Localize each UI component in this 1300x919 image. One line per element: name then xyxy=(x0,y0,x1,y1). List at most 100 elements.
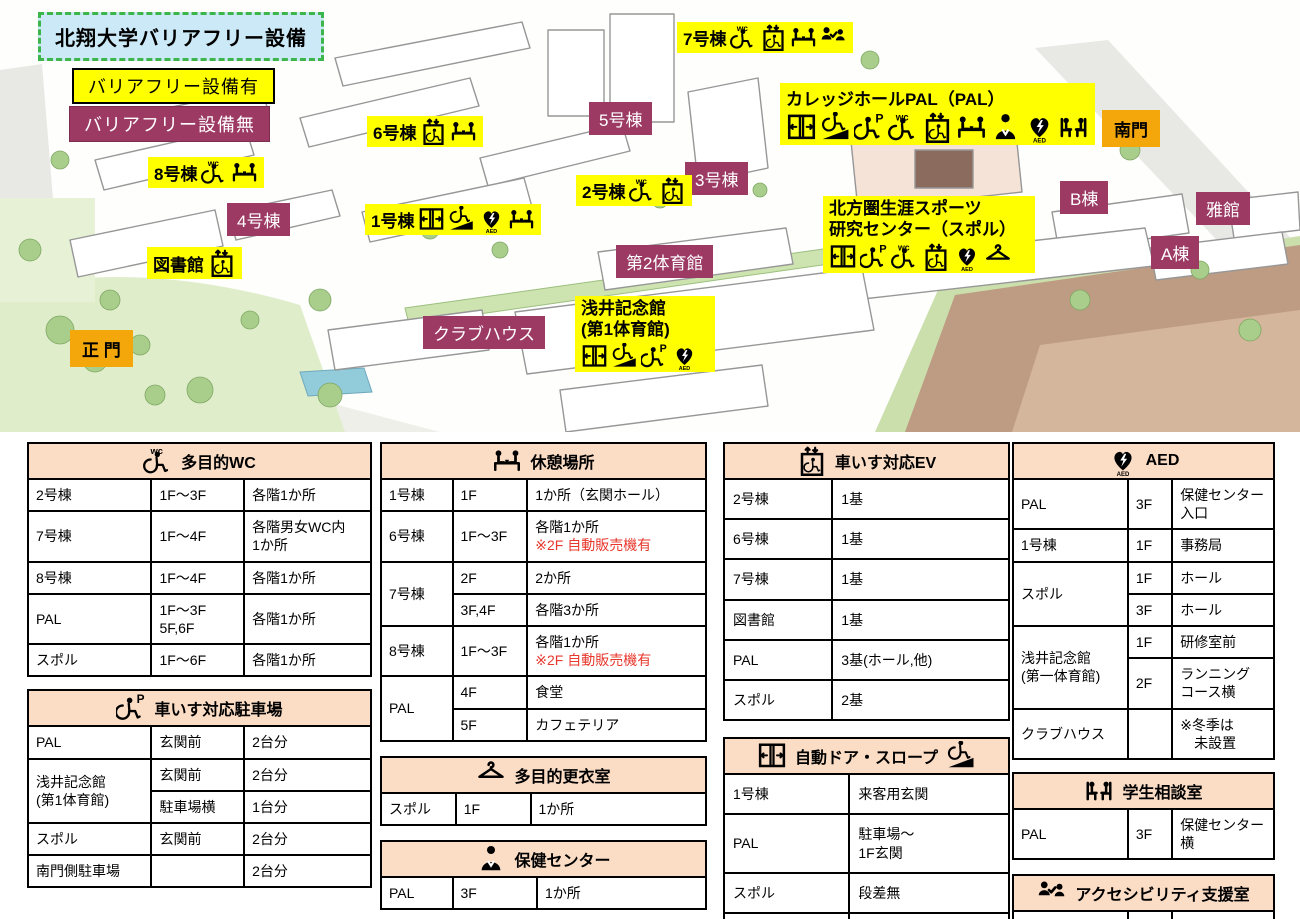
elevator-icon xyxy=(659,177,686,204)
rest-icon xyxy=(492,446,522,476)
table-cell: 2号棟 xyxy=(722,477,834,521)
map-label-text: 雅館 xyxy=(1206,201,1240,220)
cell-text: 駐車場横 xyxy=(159,798,216,815)
campus-illustration-background xyxy=(0,0,1300,432)
cell-text: 各階1か所 xyxy=(252,487,316,503)
table-cell: PAL xyxy=(1012,807,1129,861)
table-cell: スポル xyxy=(26,821,153,857)
table-cell: 1か所 xyxy=(529,791,707,826)
rest-icon xyxy=(956,112,987,143)
table-cell: スポル xyxy=(722,871,851,914)
cell-text: 1F xyxy=(460,487,477,503)
cell-text: PAL xyxy=(1021,825,1047,842)
table-cell: 8号棟 xyxy=(380,624,454,678)
slope-icon xyxy=(820,112,851,143)
table-title: アクセシビリティ支援室 xyxy=(1075,887,1250,905)
cell-text: 1F xyxy=(463,800,481,817)
cell-text: 7号棟 xyxy=(733,571,769,588)
map-label-text: (第1体育館) xyxy=(581,320,670,340)
table-cell: PAL xyxy=(722,813,851,874)
cell-text: 玄関前 xyxy=(159,734,202,751)
cell-text: 保健センター 入口 xyxy=(1180,487,1265,522)
rest-icon xyxy=(508,206,535,233)
table-cell: 1F～4F xyxy=(150,560,246,595)
rest-icon xyxy=(450,118,477,145)
svg-text:wc: wc xyxy=(895,112,910,123)
table-cell: 3F xyxy=(1126,477,1174,531)
table-cell: ホール xyxy=(1171,592,1275,627)
cell-text: カフェテリア xyxy=(535,716,620,733)
wc-icon: wc xyxy=(730,24,757,51)
table-header-ev: 車いす対応EV xyxy=(723,442,1010,480)
cell-text: 2か所 xyxy=(535,569,572,586)
cell-text: 1F～3F xyxy=(460,643,508,660)
health-icon xyxy=(990,112,1021,143)
table-cell: 8号棟 xyxy=(26,560,153,595)
table-cell: ホール xyxy=(1171,560,1275,595)
table-cell: 3F,4F xyxy=(451,592,529,627)
cell-text: 2号棟 xyxy=(733,491,769,507)
cell-text: 1台分 xyxy=(252,798,288,815)
cell-text: 1か所 xyxy=(538,800,575,817)
cell-text: 各階男女WC内 1か所 xyxy=(252,519,346,554)
cell-text: 6号棟 xyxy=(389,528,425,545)
table-cell: PAL xyxy=(380,875,454,911)
table-header-counsel: 学生相談室 xyxy=(1012,771,1275,810)
table-cell: 6号棟 xyxy=(722,518,834,561)
cell-text: PAL xyxy=(1021,496,1047,513)
cell-text: 4F xyxy=(460,684,477,701)
table-cell xyxy=(1171,910,1275,919)
elevator-icon xyxy=(922,243,950,271)
table-cell: 玄関前 xyxy=(150,821,246,857)
table-title: 多目的更衣室 xyxy=(514,768,611,786)
legend-no-facilities: バリアフリー設備無 xyxy=(69,106,270,142)
table-cell: 1号棟 xyxy=(722,773,851,816)
aed-icon: AED xyxy=(478,206,505,233)
table-cell: 2F xyxy=(451,560,529,595)
map-label-text: 3号棟 xyxy=(695,171,739,190)
cell-text: 保健センター 横 xyxy=(1180,816,1265,852)
cell-text: 各階1か所 xyxy=(535,633,600,650)
door-icon xyxy=(757,741,787,771)
cell-text: 7号棟 xyxy=(389,585,425,602)
table-title: 車いす対応駐車場 xyxy=(154,702,283,720)
cell-text: PAL xyxy=(733,651,759,668)
parking-icon: P xyxy=(854,112,885,143)
table-cell: 玄関内 xyxy=(848,911,1010,919)
cell-text: 1F～4F xyxy=(159,528,207,545)
map-label-south-gate: 南門 xyxy=(1102,110,1160,147)
table-cell: 2台分 xyxy=(243,821,372,857)
cell-text: 南門側駐車場 xyxy=(36,863,120,880)
cell-text: 7号棟 xyxy=(36,528,72,545)
cell-text: 3F xyxy=(1135,601,1153,618)
cell-text: 1F xyxy=(1135,537,1153,554)
table-cell: スポル xyxy=(380,791,457,826)
wc-icon: wc xyxy=(629,177,656,204)
svg-text:wc: wc xyxy=(150,446,164,456)
cell-text: 2台分 xyxy=(252,863,288,880)
table-header-support: アクセシビリティ支援室 xyxy=(1012,874,1275,913)
table-cell: 5F xyxy=(451,707,529,742)
map-label-icons: wc xyxy=(629,177,686,204)
svg-text:wc: wc xyxy=(897,243,910,252)
table-title: AED xyxy=(1145,452,1180,469)
cell-text: スポル xyxy=(733,884,775,901)
map-label-text: A棟 xyxy=(1161,245,1190,264)
table-cell: 2F xyxy=(1126,910,1174,919)
table-cell: 各階1か所 xyxy=(243,560,372,595)
cell-text: 2台分 xyxy=(252,830,288,847)
cell-text: ランニング コース横 xyxy=(1180,666,1251,701)
svg-text:P: P xyxy=(660,343,667,355)
map-label-bldg6: 6号棟 xyxy=(367,116,484,147)
table-changing: 多目的更衣室スポル 1F 1か所 xyxy=(380,755,707,826)
cell-text: 浅井記念館 (第1体育館) xyxy=(36,773,110,808)
cell-text: スポル xyxy=(733,691,775,708)
table-cell: 1台分 xyxy=(243,789,372,824)
table-cell: 2台分 xyxy=(243,725,372,760)
